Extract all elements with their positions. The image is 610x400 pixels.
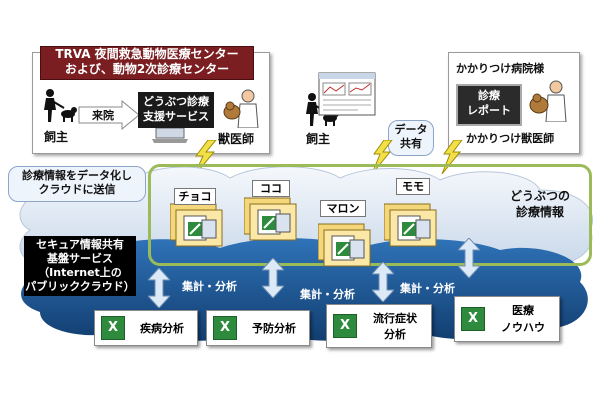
trva-banner: TRVA 夜間救急動物医療センター および、動物2次診療センター <box>40 46 254 80</box>
result-line2: ノウハウ <box>491 319 555 335</box>
sync-arrow-icon <box>148 268 170 308</box>
upload-note-bubble: 診療情報をデータ化し クラウドに送信 <box>8 166 146 202</box>
trva-owner-label: 飼主 <box>44 128 68 145</box>
upload-note-line1: 診療情報をデータ化し <box>9 169 145 183</box>
result-disease-analysis: X 疾病分析 <box>94 310 198 346</box>
secure-line2: 基盤サービス <box>24 252 136 266</box>
home-vet-icon <box>528 78 572 122</box>
result-epidemic-analysis: X 流行症状 分析 <box>326 304 432 348</box>
owner-with-dog-icon <box>38 88 78 124</box>
animal-care-service-box: どうぶつ診療 支援サービス <box>138 92 214 128</box>
result-line1: 医療 <box>491 302 555 318</box>
owner2-label: 飼主 <box>306 130 330 147</box>
excel-icon: X <box>213 316 237 340</box>
aggregate-label-1: 集計・分析 <box>182 278 237 294</box>
data-share-line1: データ <box>389 123 433 137</box>
sync-arrow-icon <box>372 262 394 302</box>
aggregate-label-2: 集計・分析 <box>300 286 355 302</box>
secure-line4: パブリッククラウド） <box>24 280 136 294</box>
result-prevention-analysis: X 予防分析 <box>206 310 310 346</box>
report-document-icon <box>318 72 376 116</box>
service-line2: 支援サービス <box>138 109 214 124</box>
service-line1: どうぶつ診療 <box>138 94 214 109</box>
excel-icon: X <box>333 314 357 338</box>
trva-banner-line1: TRVA 夜間救急動物医療センター <box>41 47 253 62</box>
pet-name-label: チョコ <box>174 188 216 205</box>
report-line2: レポート <box>458 103 520 118</box>
vet-icon <box>222 88 262 128</box>
laptop-icon <box>150 128 190 144</box>
medical-report-box: 診療 レポート <box>456 84 522 126</box>
data-share-line2: 共有 <box>389 137 433 151</box>
upload-note-line2: クラウドに送信 <box>9 183 145 197</box>
trva-vet-label: 獣医師 <box>218 130 254 147</box>
home-hospital-label: かかりつけ病院様 <box>456 60 544 76</box>
result-line1: 疾病分析 <box>131 320 193 336</box>
folder-icon <box>318 216 374 268</box>
report-line1: 診療 <box>458 88 520 103</box>
secure-line1: セキュア情報共有 <box>24 238 136 252</box>
sync-arrow-icon <box>458 238 480 278</box>
pet-name-label: モモ <box>396 178 430 195</box>
data-share-bubble: データ 共有 <box>388 120 434 156</box>
visit-label: 来院 <box>92 107 114 123</box>
secure-service-box: セキュア情報共有 基盤サービス （Internet上の パブリッククラウド） <box>24 236 136 296</box>
medical-info-label: どうぶつの 診療情報 <box>498 188 582 220</box>
result-line1: 予防分析 <box>243 320 305 336</box>
medical-info-line2: 診療情報 <box>498 204 582 220</box>
medical-info-line1: どうぶつの <box>498 188 582 204</box>
trva-banner-line2: および、動物2次診療センター <box>41 62 253 77</box>
secure-line3: （Internet上の <box>24 266 136 280</box>
result-medical-knowhow: X 医療 ノウハウ <box>454 296 560 342</box>
pet-name-label: ココ <box>252 180 290 197</box>
aggregate-label-3: 集計・分析 <box>400 280 455 296</box>
sync-arrow-icon <box>262 258 284 298</box>
result-line2: 分析 <box>363 326 427 342</box>
folder-icon <box>384 196 440 248</box>
excel-icon: X <box>101 316 125 340</box>
home-vet-label: かかりつけ獣医師 <box>466 130 554 146</box>
pet-name-label: マロン <box>320 200 366 217</box>
folder-icon <box>244 190 300 242</box>
excel-icon: X <box>461 307 485 331</box>
result-line1: 流行症状 <box>363 310 427 326</box>
